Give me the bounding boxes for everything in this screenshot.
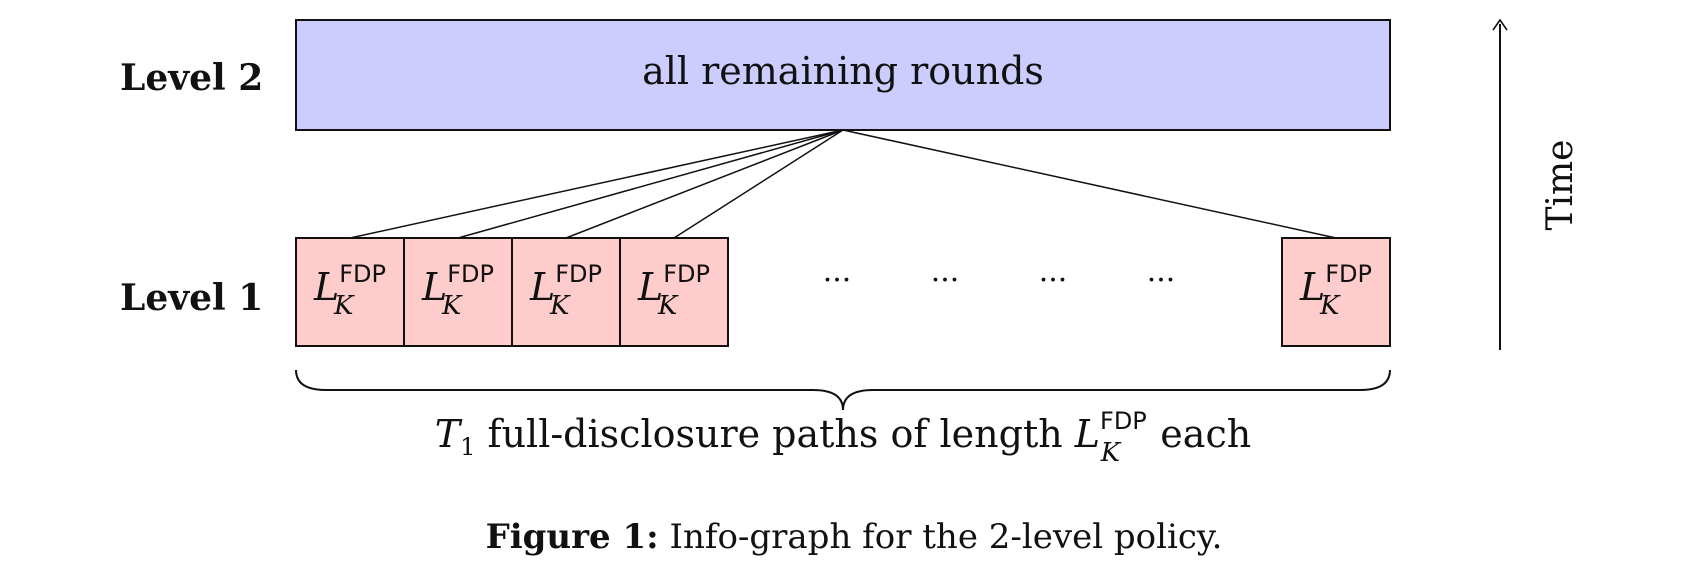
brace-label: T1 full-disclosure paths of length LFDP K…: [435, 407, 1251, 468]
path-box-superscript: FDP: [1325, 260, 1372, 288]
time-axis: Time: [1492, 18, 1581, 350]
connector-line: [349, 129, 844, 239]
brace-l-superscript: FDP: [1100, 407, 1147, 435]
caption-prefix: Figure 1:: [486, 517, 659, 557]
connector-line: [565, 129, 844, 239]
path-box: LFDP K: [511, 237, 621, 347]
path-box-superscript: FDP: [555, 260, 602, 288]
path-box-superscript: FDP: [339, 260, 386, 288]
time-arrow-icon: [1492, 18, 1508, 31]
level-2-label: Level 2: [120, 57, 263, 99]
path-box-label: LFDP K: [529, 260, 602, 321]
path-box-rect: [619, 237, 729, 347]
level-1-ellipses: ··· ··· ··· ···: [823, 263, 1176, 298]
level-2-rect: [295, 19, 1391, 131]
ellipsis: ···: [931, 263, 960, 298]
path-box-subscript: K: [1319, 291, 1341, 321]
path-box-label: LFDP K: [637, 260, 710, 321]
ellipsis: ···: [1039, 263, 1068, 298]
brace-t-symbol: T: [435, 412, 463, 456]
brace-t-subscript: 1: [460, 433, 475, 461]
path-box-main: L: [1299, 265, 1325, 309]
path-box: LFDP K: [295, 237, 405, 347]
path-box-rect: [295, 237, 405, 347]
path-box-main: L: [637, 265, 663, 309]
curly-brace: [295, 369, 1391, 411]
ellipsis: ···: [1147, 263, 1176, 298]
path-box-main: L: [529, 265, 555, 309]
connector-line: [457, 129, 844, 239]
brace-mid-text: full-disclosure paths of length: [475, 412, 1074, 456]
level-2-box: all remaining rounds: [295, 19, 1391, 131]
path-box-rect: [1281, 237, 1391, 347]
path-box-label: LFDP K: [313, 260, 386, 321]
path-box-label: LFDP K: [421, 260, 494, 321]
path-box-label: LFDP K: [1299, 260, 1372, 321]
path-box: LFDP K: [619, 237, 729, 347]
path-box: LFDP K: [1281, 237, 1391, 347]
level-1-label: Level 1: [120, 277, 263, 319]
connector-line: [842, 129, 1337, 239]
path-box-subscript: K: [657, 291, 679, 321]
path-box-subscript: K: [549, 291, 571, 321]
brace-end-text: each: [1148, 412, 1251, 456]
caption-text: Info-graph for the 2-level policy.: [659, 517, 1223, 557]
path-box-superscript: FDP: [663, 260, 710, 288]
brace-l-symbol: L: [1074, 412, 1100, 456]
path-box-rect: [403, 237, 513, 347]
connector-lines: [349, 129, 1337, 239]
time-label: Time: [1540, 140, 1581, 231]
path-box-main: L: [421, 265, 447, 309]
path-box-rect: [511, 237, 621, 347]
path-box-main: L: [313, 265, 339, 309]
path-box-subscript: K: [333, 291, 355, 321]
path-box: LFDP K: [403, 237, 513, 347]
path-box-subscript: K: [441, 291, 463, 321]
ellipsis: ···: [823, 263, 852, 298]
path-box-superscript: FDP: [447, 260, 494, 288]
brace-l-subscript: K: [1100, 438, 1122, 468]
level-2-box-text: all remaining rounds: [642, 49, 1044, 93]
connector-line: [673, 129, 844, 239]
figure-caption: Figure 1: Info-graph for the 2-level pol…: [486, 517, 1223, 557]
